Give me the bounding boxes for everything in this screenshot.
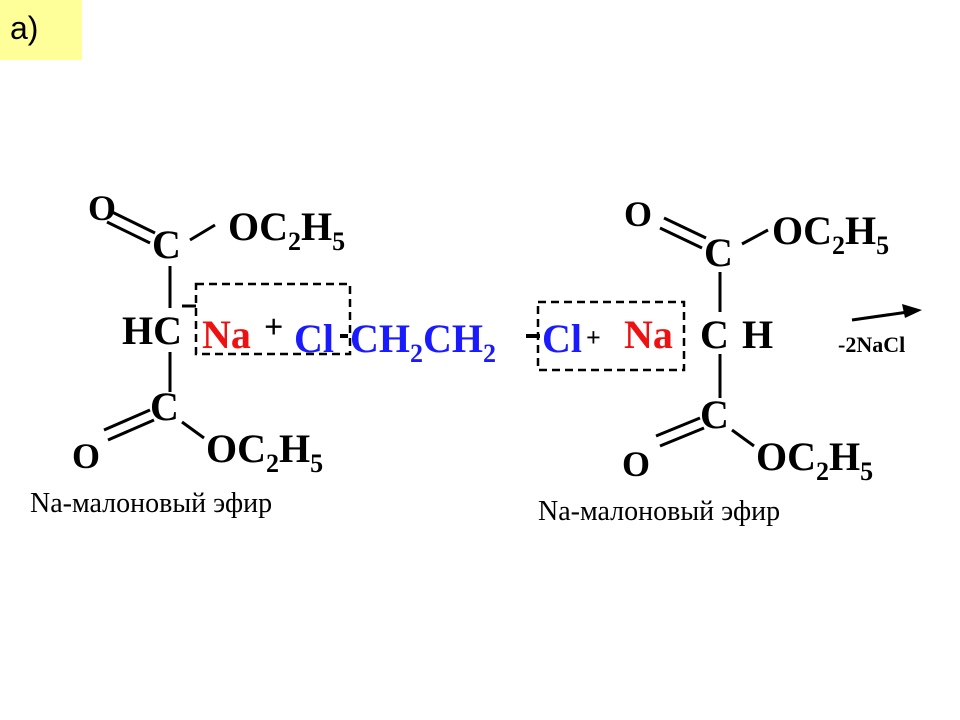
arrow-line	[851, 310, 909, 322]
left-ester: O C OC2H5 HC C O OC2H5 Na-малоновый эфир	[30, 188, 345, 519]
cl-left: Cl	[294, 316, 334, 361]
plus-right: +	[586, 323, 601, 352]
right-bond-c-oc-top	[741, 228, 769, 246]
right-bond-c-oc-bottom	[731, 428, 755, 448]
left-o-top: O	[88, 188, 116, 228]
right-c-bottom: C	[700, 392, 729, 437]
left-double-bond-top-1	[111, 210, 156, 235]
left-oc2h5-top: OC2H5	[228, 204, 345, 256]
right-double-bond-bottom-2	[659, 426, 705, 448]
right-double-bond-top-1	[663, 216, 707, 240]
right-oc2h5-bottom: OC2H5	[756, 434, 873, 486]
right-o-top: O	[624, 194, 652, 234]
left-o-bottom: O	[72, 436, 100, 476]
right-o-bottom: O	[622, 444, 650, 484]
right-double-bond-bottom-1	[655, 416, 701, 438]
part-label-box: а)	[0, 0, 82, 60]
left-c-bottom: C	[150, 384, 179, 429]
part-label: а)	[10, 10, 39, 46]
left-hc: HC	[122, 308, 182, 353]
cl-right: Cl	[542, 316, 582, 361]
na-left: Na	[202, 312, 251, 357]
na-right: Na	[624, 312, 673, 357]
left-caption: Na-малоновый эфир	[30, 488, 272, 519]
right-oc2h5-top: OC2H5	[772, 208, 889, 260]
right-ester: O C OC2H5 C H C O OC2H5 Na-малоновый эфи…	[538, 194, 889, 527]
left-double-bond-bottom-2	[107, 418, 155, 442]
left-c-top: C	[152, 222, 181, 267]
left-bond-c-oc-bottom	[181, 420, 205, 440]
ch2ch2: CH2CH2	[350, 316, 496, 368]
right-double-bond-top-2	[659, 226, 703, 250]
right-h-mid: H	[742, 312, 773, 357]
middle-chain: Na + Cl CH2CH2 Cl + Na	[202, 309, 673, 368]
left-bond-c-oc-top	[189, 223, 216, 242]
right-c-mid: C	[700, 312, 729, 357]
right-caption: Na-малоновый эфир	[538, 496, 780, 527]
left-double-bond-top-2	[106, 220, 151, 245]
reaction-arrow: -2NaCl	[838, 304, 922, 357]
arrow-head-icon	[902, 304, 922, 318]
right-c-top: C	[704, 230, 733, 275]
left-oc2h5-bottom: OC2H5	[206, 426, 323, 478]
left-elimination-box	[194, 282, 352, 356]
left-double-bond-bottom-1	[103, 408, 151, 432]
plus-left: +	[264, 309, 283, 346]
byproduct-label: -2NaCl	[838, 332, 905, 357]
